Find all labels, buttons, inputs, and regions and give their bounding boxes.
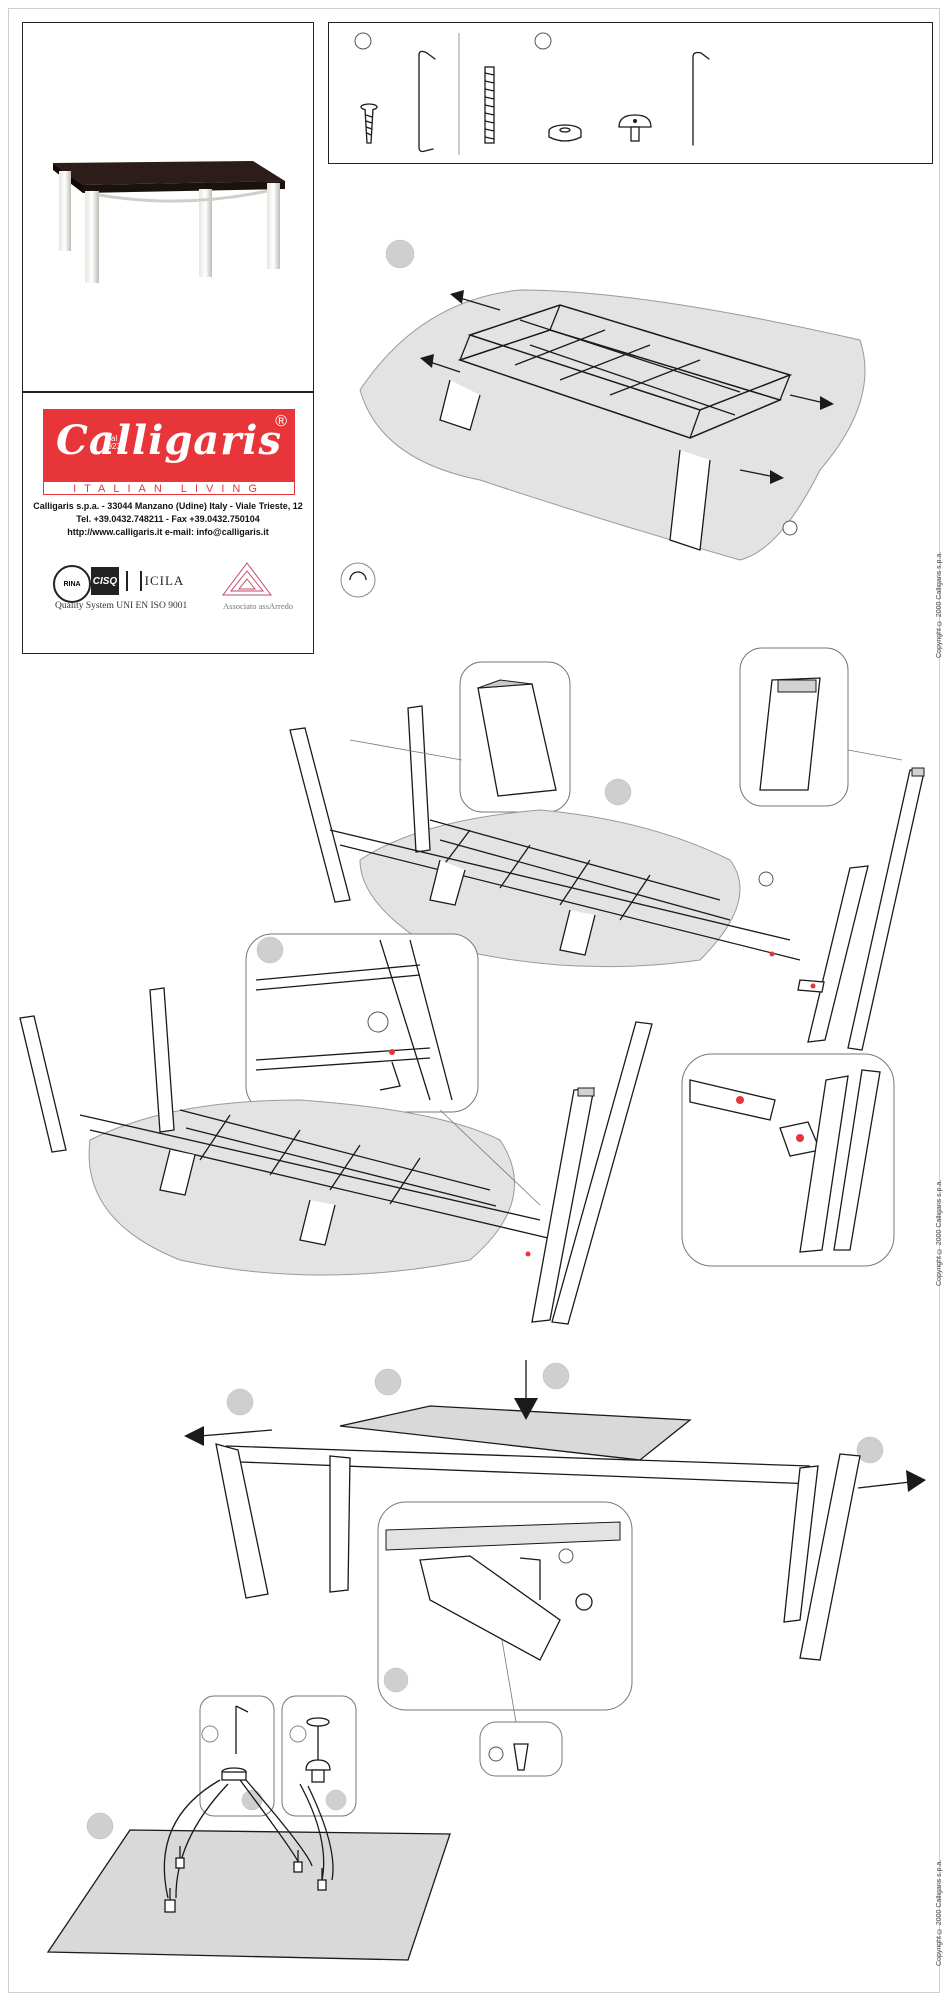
company-info-panel: dal 1923 Calligaris ® ITALIAN LIVING Cal… [22,392,314,654]
arrow-right-icon [770,470,784,484]
product-photo-panel [22,22,314,392]
step-marker-icon [385,239,415,269]
allen-key-icon [692,51,710,146]
step-marker-icon [256,936,284,964]
step-marker-icon [383,1667,409,1693]
assarredo-logo-icon [222,562,272,596]
step-1-frame [340,239,866,598]
step-5-tabletop [184,1360,926,1777]
table-photo [53,161,285,283]
brand-registered: ® [275,413,287,430]
company-web: http://www.calligaris.it e-mail: info@ca… [67,527,269,537]
detail-callout [199,1695,275,1817]
hardware-drawing [354,32,710,155]
arrow-right-icon [820,396,834,410]
brand-logo: dal 1923 Calligaris ® [43,409,295,481]
company-address: Calligaris s.p.a. - 33044 Manzano (Udine… [33,501,303,511]
quality-system-text: Quality System UNI EN ISO 9001 [55,601,188,611]
brand-since: dal 1923 [103,434,121,451]
step-marker-icon [226,1388,254,1416]
cisq-logo: CISQ [91,567,119,595]
step-3-fixing [245,933,895,1267]
company-phone: Tel. +39.0432.748211 - Fax +39.0432.7501… [76,514,260,524]
icila-logo: ICILA [125,567,185,595]
copyright-note: Copyright © 2000 Calligaris s.p.a. [936,1179,943,1286]
step-marker-icon [86,1812,114,1840]
step-4-full-frame [19,987,653,1325]
assarredo-text: Associato assArredo [223,601,294,611]
arrow-down-icon [514,1398,538,1420]
arrow-left-icon [450,290,464,304]
step-marker-icon [542,1362,570,1390]
arrow-left-icon [420,354,434,368]
hardware-parts-panel [328,22,933,164]
step-6-feet [46,1695,451,1961]
foot-glide-icon [618,114,652,142]
step-marker-icon [604,778,632,806]
copyright-note: Copyright © 2000 Calligaris s.p.a. [936,551,943,658]
arrow-left-icon [184,1426,204,1446]
copyright-note: Copyright © 2000 Calligaris s.p.a. [936,1859,943,1966]
step-marker-icon [374,1368,402,1396]
rotate-icon [340,562,376,598]
brand-tagline: ITALIAN LIVING [43,481,295,495]
arrow-right-icon [906,1470,926,1492]
step-marker-icon [241,1789,263,1811]
allen-key-icon [418,50,436,153]
foot-glide-icon [164,1846,327,1913]
step-marker-icon [856,1436,884,1464]
washer-icon [548,124,582,142]
rina-logo: RINA [53,565,91,603]
detail-callout [245,933,479,1113]
step-2-legs [289,647,925,1051]
page-border [8,8,940,1993]
quantity-badge-icon [354,32,552,50]
brand-name: Calligaris [55,417,282,464]
step-marker-icon [325,1789,347,1811]
threaded-rod-icon [484,66,495,144]
screw-icon [360,103,378,144]
